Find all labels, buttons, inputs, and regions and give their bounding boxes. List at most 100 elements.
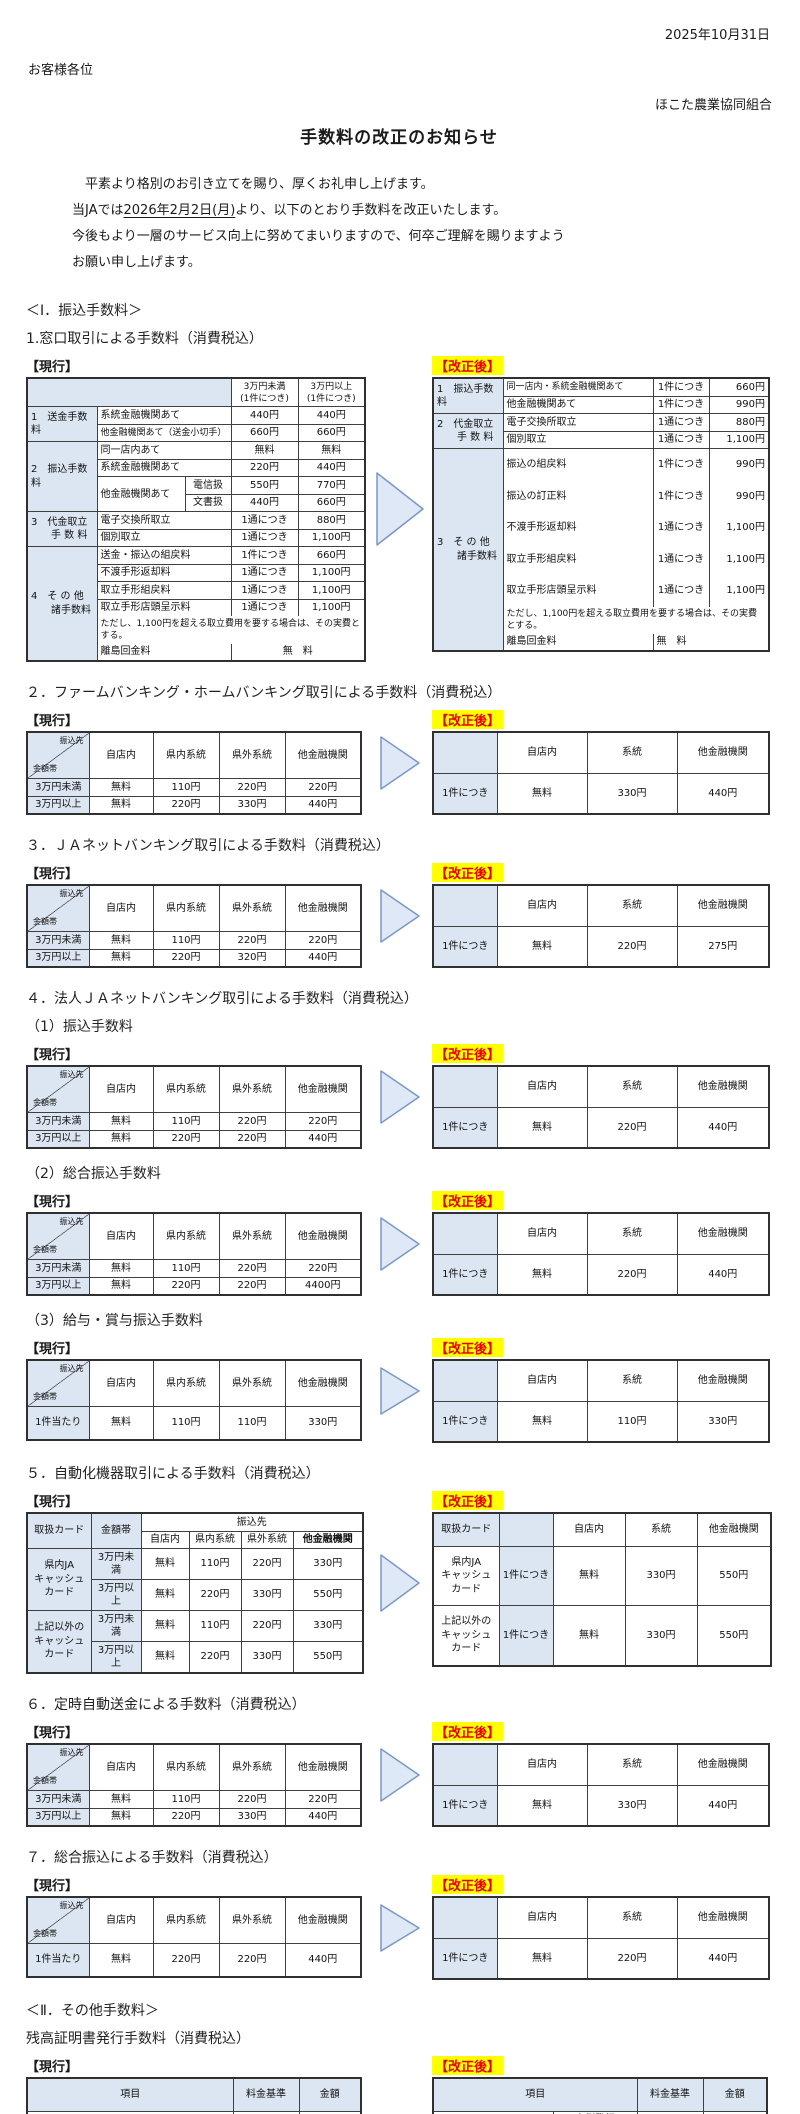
header-cell: 3万円未満 xyxy=(26,931,90,950)
cell: 220円 xyxy=(218,1790,286,1809)
header-cell: 料金基準 xyxy=(636,2077,704,2112)
cell: 個別取立 xyxy=(96,528,232,548)
cell: 110円 xyxy=(218,1406,286,1441)
cell: 1通につき xyxy=(230,511,299,530)
table-row: 自店内系統他金融機関 xyxy=(432,1212,770,1255)
cell: 他金融機関 xyxy=(696,1512,772,1547)
cell: 110円 xyxy=(152,1790,220,1809)
cell: 220円 xyxy=(586,925,678,968)
cell: 990円 xyxy=(708,448,770,481)
cell: 無料 xyxy=(88,1406,154,1441)
header-cell: 1件につき xyxy=(498,1605,554,1667)
header-cell: 2 代金取立 手 数 料 xyxy=(432,413,504,449)
cell: 無料 xyxy=(496,1784,588,1827)
cell: 県内系統 xyxy=(152,731,220,780)
arrow-container xyxy=(368,1191,432,1296)
cell: 330円 xyxy=(676,1400,770,1443)
cell: 自店内 xyxy=(88,1359,154,1408)
cell: 自店内 xyxy=(88,1065,154,1114)
header-cell xyxy=(432,1743,498,1786)
cell: 110円 xyxy=(152,931,220,950)
cell: 無料 xyxy=(88,1112,154,1131)
cell: 660円 xyxy=(708,378,770,397)
cell: 上記以外の キャッシュ カード xyxy=(432,1605,500,1667)
cell: 県外系統 xyxy=(218,1743,286,1792)
cell: 330円 xyxy=(292,1610,364,1643)
cell: 330円 xyxy=(218,795,286,815)
cell: 取立手形組戻料 xyxy=(502,543,654,575)
current-label: 【現行】 xyxy=(26,2060,79,2076)
current-label: 【現行】 xyxy=(26,867,79,883)
current-label: 【現行】 xyxy=(26,1879,79,1895)
current-label: 【現行】 xyxy=(26,1195,79,1211)
arrow-container xyxy=(368,1338,432,1443)
table-row: 振込先金額帯自店内県内系統県外系統他金融機関 xyxy=(26,731,362,780)
cell: 3万円未満 (1件につき) xyxy=(230,377,299,408)
arrow-container xyxy=(368,1491,432,1674)
cell: 220円 xyxy=(218,931,286,950)
diagonal-header-cell: 振込先金額帯 xyxy=(26,731,90,780)
table-row: 離島回金料無 料 xyxy=(433,633,770,652)
cell: 他金融機関 xyxy=(284,1359,362,1408)
cell: 送金・振込の組戻料 xyxy=(96,546,232,565)
cell: 220円 xyxy=(230,458,299,478)
table-row: 自店内系統他金融機関 xyxy=(432,1743,770,1786)
cell: 220円 xyxy=(152,1129,220,1149)
header-cell: 3万円未満 xyxy=(26,778,90,797)
cell: 文書扱 xyxy=(184,493,232,513)
current-label: 【現行】 xyxy=(26,1048,79,1064)
cell: ただし、1,100円を超える取立費用を要する場合は、その実費とする。 xyxy=(502,606,770,634)
cell: 110円 xyxy=(188,1548,242,1581)
header-cell xyxy=(432,1896,498,1939)
section-1-subheading: 1.窓口取引による手数料（消費税込） xyxy=(26,331,263,347)
cell: 無料 xyxy=(297,441,366,460)
cell: 無料 xyxy=(552,1605,626,1667)
cell: 330円 xyxy=(284,1406,362,1441)
header-cell: 金額 xyxy=(298,2077,362,2112)
cell: 220円 xyxy=(218,1943,286,1978)
cell: 自店内 xyxy=(496,1896,588,1939)
cell: 取立手形店頭呈示料 xyxy=(96,598,232,617)
header-cell: 県内JA キャッシュ カード xyxy=(26,1548,92,1612)
cell: 他金融機関あて xyxy=(96,476,186,513)
cell: 自店内 xyxy=(88,731,154,780)
cell: 220円 xyxy=(152,795,220,815)
right-arrow-icon xyxy=(380,1069,420,1124)
cell: 220円 xyxy=(218,1259,286,1278)
section-5-heading: ５．自動化機器取引による手数料（消費税込） xyxy=(26,1466,320,1483)
cell: 1,100円 xyxy=(297,598,366,617)
cell: 自店内 xyxy=(496,884,588,927)
cell: 550円 xyxy=(696,1545,772,1607)
cell: 電信扱 xyxy=(184,476,232,495)
header-cell: 項目 xyxy=(432,2077,638,2112)
arrow-container xyxy=(368,710,432,815)
cell: 他金融機関 xyxy=(284,884,362,933)
header-cell: 取扱カード xyxy=(26,1512,92,1550)
cell: 自店内 xyxy=(88,1896,154,1945)
diagonal-label-amount-band: 金額帯 xyxy=(33,1929,57,1939)
diagonal-header-cell: 振込先金額帯 xyxy=(26,884,90,933)
cell: 660円 xyxy=(297,546,366,565)
header-cell xyxy=(432,1212,498,1255)
cell: 自店内 xyxy=(496,1065,588,1108)
header-cell: 3万円以上 xyxy=(26,948,90,968)
